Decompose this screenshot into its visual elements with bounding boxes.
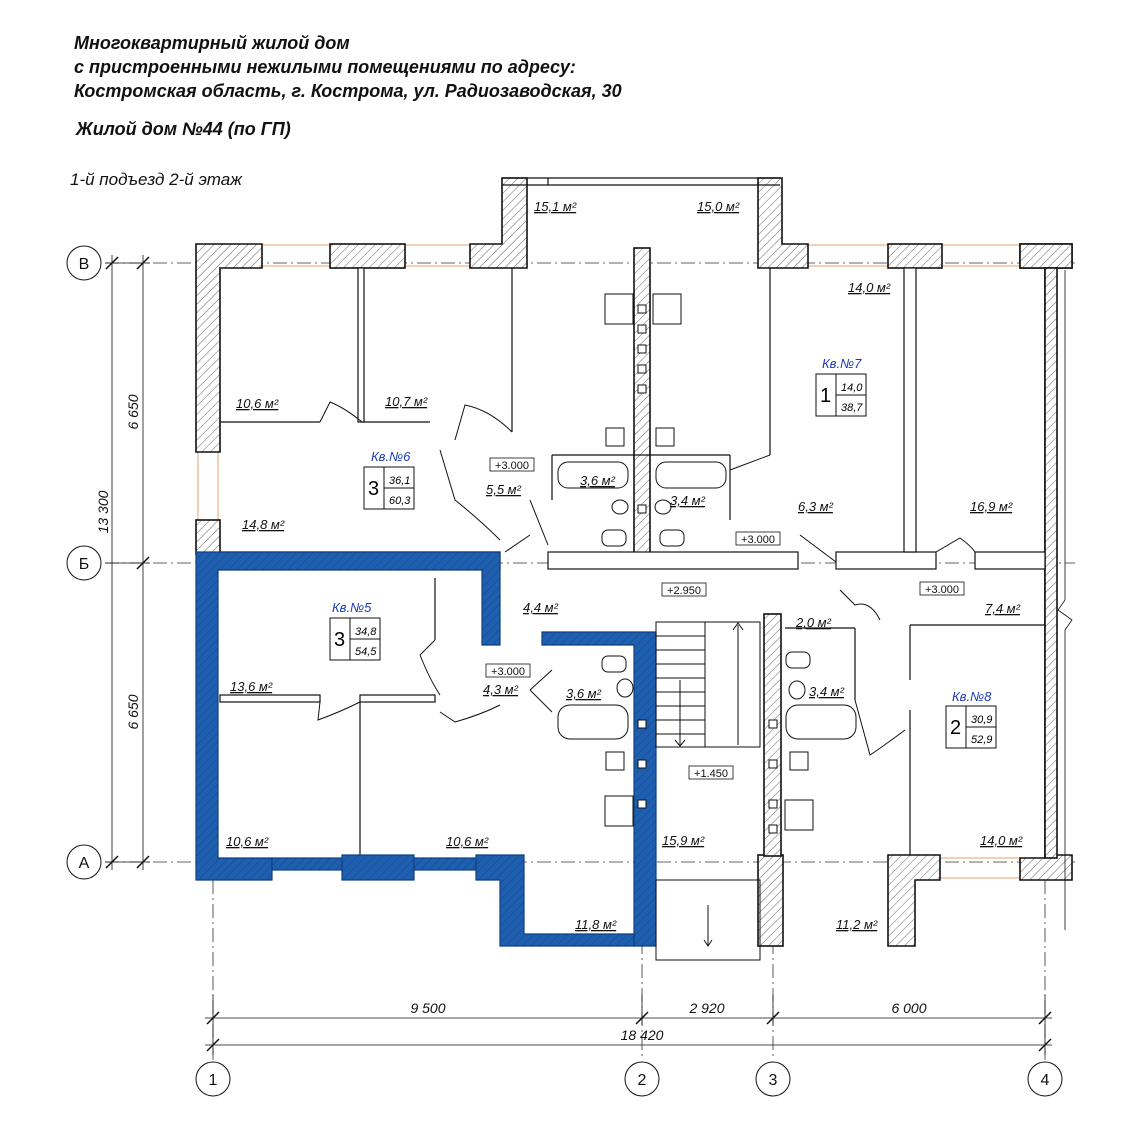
level-mark: +2.950 xyxy=(667,585,701,597)
floor-label: 1-й подъезд 2-й этаж xyxy=(70,170,242,189)
level-mark: +1.450 xyxy=(694,768,728,780)
apartment-5-living: 34,8 xyxy=(355,626,377,638)
room-area: 13,6 м² xyxy=(230,679,273,694)
room-area: 15,1 м² xyxy=(534,199,577,214)
staircase xyxy=(655,621,761,961)
apartment-7-living: 14,0 xyxy=(841,382,863,394)
interior-walls xyxy=(219,177,1046,855)
room-area: 4,4 м² xyxy=(523,600,559,615)
axis-bubble-b xyxy=(66,545,102,581)
room-area: 10,6 м² xyxy=(446,834,489,849)
level-mark: +3.000 xyxy=(925,584,959,596)
axis-bubble-v xyxy=(66,245,102,281)
axis-label-col-3: 3 xyxy=(769,1072,778,1089)
level-mark: +3.000 xyxy=(495,460,529,472)
room-area: 11,2 м² xyxy=(836,917,878,932)
apartment-6-total: 60,3 xyxy=(389,495,411,507)
title-line-1: Многоквартирный жилой дом xyxy=(74,33,350,53)
apartment-5-total: 54,5 xyxy=(355,646,377,658)
apartment-6-name: Кв.№6 xyxy=(371,449,411,464)
dim-horizontal-total: 18 420 xyxy=(621,1027,664,1043)
room-area: 6,3 м² xyxy=(798,499,834,514)
room-area: 16,9 м² xyxy=(970,499,1013,514)
title-line-3: Костромская область, г. Кострома, ул. Ра… xyxy=(74,81,622,101)
axis-bubbles xyxy=(66,245,1063,1097)
axis-bubble-3 xyxy=(755,1061,791,1097)
room-area: 3,6 м² xyxy=(580,473,616,488)
room-area: 3,6 м² xyxy=(566,686,602,701)
room-area: 5,5 м² xyxy=(486,482,522,497)
axis-label-col-4: 4 xyxy=(1041,1072,1050,1089)
break-line xyxy=(1057,270,1073,930)
axis-bubble-4 xyxy=(1027,1061,1063,1097)
apartment-6-living: 36,1 xyxy=(389,475,410,487)
dim-horizontal-3-4: 6 000 xyxy=(891,1000,926,1016)
room-area: 7,4 м² xyxy=(985,601,1021,616)
dim-vertical-top: 6 650 xyxy=(125,394,141,429)
dim-vertical-bottom: 6 650 xyxy=(125,694,141,729)
axis-label-row-a: А xyxy=(79,855,90,872)
room-area: 14,0 м² xyxy=(980,833,1023,848)
apartment-8-name: Кв.№8 xyxy=(952,689,992,704)
apartment-7-name: Кв.№7 xyxy=(822,356,862,371)
room-area: 10,7 м² xyxy=(385,394,428,409)
apartment-5-name: Кв.№5 xyxy=(332,600,372,615)
dim-horizontal-1-2: 9 500 xyxy=(410,1000,445,1016)
dim-vertical-total: 13 300 xyxy=(95,490,111,533)
room-area: 10,6 м² xyxy=(236,396,279,411)
room-area: 14,8 м² xyxy=(242,517,285,532)
apartment-8-total: 52,9 xyxy=(971,734,992,746)
room-area: 14,0 м² xyxy=(848,280,891,295)
room-area: 15,9 м² xyxy=(662,833,705,848)
vent-ducts xyxy=(637,304,778,834)
level-mark-boxes xyxy=(485,457,965,780)
room-area: 3,4 м² xyxy=(670,493,706,508)
building-title: Жилой дом №44 (по ГП) xyxy=(76,119,291,139)
apartment-7-total: 38,7 xyxy=(841,402,863,414)
level-mark: +3.000 xyxy=(741,534,775,546)
title-line-2: с пристроенными нежилыми помещениями по … xyxy=(74,57,576,77)
axis-label-row-v: В xyxy=(79,256,90,273)
axis-label-col-2: 2 xyxy=(638,1072,647,1089)
room-area: 15,0 м² xyxy=(697,199,740,214)
dim-horizontal-2-3: 2 920 xyxy=(688,1000,724,1016)
apartment-8-rooms: 2 xyxy=(950,717,961,739)
level-mark: +3.000 xyxy=(491,666,525,678)
room-area: 10,6 м² xyxy=(226,834,269,849)
door-swings xyxy=(317,401,976,756)
apartment-5-highlight xyxy=(195,551,657,947)
apartment-6-rooms: 3 xyxy=(368,478,379,500)
axis-bubble-1 xyxy=(195,1061,231,1097)
windows xyxy=(197,244,1020,879)
axis-label-col-1: 1 xyxy=(209,1072,218,1089)
apartment-5-rooms: 3 xyxy=(334,629,345,651)
room-area: 11,8 м² xyxy=(575,917,617,932)
room-area: 2,0 м² xyxy=(795,615,832,630)
room-area: 3,4 м² xyxy=(809,684,845,699)
apartment-7-rooms: 1 xyxy=(820,385,831,407)
apartment-8-living: 30,9 xyxy=(971,714,992,726)
axis-bubble-a xyxy=(66,844,102,880)
sanitary-fixtures xyxy=(557,293,857,831)
room-area: 4,3 м² xyxy=(483,682,519,697)
axis-label-row-b: Б xyxy=(79,556,90,573)
dimension-ticks xyxy=(105,256,1052,1052)
axis-bubble-2 xyxy=(624,1061,660,1097)
apartment-info-boxes xyxy=(329,373,997,749)
